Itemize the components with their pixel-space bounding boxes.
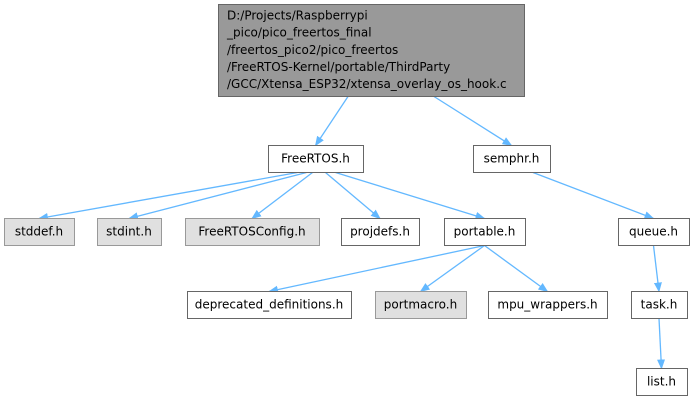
node-label: _pico/pico_freertos_final [226,26,372,40]
node-label: mpu_wrappers.h [497,297,597,311]
node-box [488,291,608,319]
edge-freertos-h-to-projdefs-h [325,172,381,220]
node-freertos-h[interactable]: FreeRTOS.h [268,145,364,173]
node-root: D:/Projects/Raspberrypi _pico/pico_freert… [218,4,525,97]
node-label: stddef.h [15,224,63,238]
edge-task-h-to-list-h [657,318,666,370]
node-label: semphr.h [484,151,540,165]
edge-root-to-semphr-h [433,95,513,147]
nodes-layer: D:/Projects/Raspberrypi _pico/pico_freert… [4,4,690,396]
node-box [4,218,75,246]
edge-freertos-h-to-freertosconfig-h [251,171,313,220]
node-label: deprecated_definitions.h [195,297,343,311]
node-freertosconfig-h[interactable]: FreeRTOSConfig.h [185,218,320,246]
node-label: portmacro.h [384,297,457,311]
node-box [618,218,690,246]
edge-portable-h-to-mpu-wrappers-h [484,244,549,293]
node-label: /FreeRTOS-Kernel/portable/ThirdParty [227,60,450,74]
node-box [444,218,526,246]
node-projdefs-h[interactable]: projdefs.h [341,218,420,246]
node-mpu-wrappers-h[interactable]: mpu_wrappers.h [488,291,608,319]
node-task-h[interactable]: task.h [631,291,688,319]
node-box [375,291,467,319]
node-box [268,145,364,173]
node-stdint-h[interactable]: stdint.h [97,218,162,246]
node-queue-h[interactable]: queue.h [618,218,690,246]
edge-freertos-h-to-stdint-h [128,171,307,221]
node-box [187,291,352,319]
edge-freertos-h-to-stddef-h [38,171,298,221]
node-label: stdint.h [106,224,152,238]
node-label: task.h [641,297,678,311]
node-label: portable.h [454,224,516,238]
edge-root-to-freertos-h [314,96,349,147]
node-label: list.h [647,374,676,388]
node-box [185,218,320,246]
node-label: D:/Projects/Raspberrypi [227,8,368,22]
node-box [473,145,551,173]
node-label: FreeRTOS.h [281,151,350,165]
node-portable-h[interactable]: portable.h [444,218,526,246]
node-label: /GCC/Xtensa_ESP32/xtensa_overlay_os_hook… [227,77,507,91]
edge-portable-h-to-deprecated-definitions-h [268,244,485,294]
node-box [636,368,688,396]
node-label: FreeRTOSConfig.h [198,224,305,238]
edge-portable-h-to-portmacro-h [419,244,485,293]
node-label: /freertos_pico2/pico_freertos [227,43,398,57]
edge-queue-h-to-task-h [652,245,662,293]
node-box [341,218,420,246]
node-deprecated-definitions-h[interactable]: deprecated_definitions.h [187,291,352,319]
edge-semphr-h-to-queue-h [532,171,655,220]
edges-layer [38,95,666,370]
node-label: queue.h [629,224,678,238]
node-box [218,4,525,97]
node-semphr-h[interactable]: semphr.h [473,145,551,173]
node-portmacro-h[interactable]: portmacro.h [375,291,467,319]
node-list-h[interactable]: list.h [636,368,688,396]
node-box [97,218,162,246]
node-label: projdefs.h [350,224,410,238]
node-stddef-h[interactable]: stddef.h [4,218,75,246]
edge-freertos-h-to-portable-h [335,171,486,220]
node-box [631,291,688,319]
